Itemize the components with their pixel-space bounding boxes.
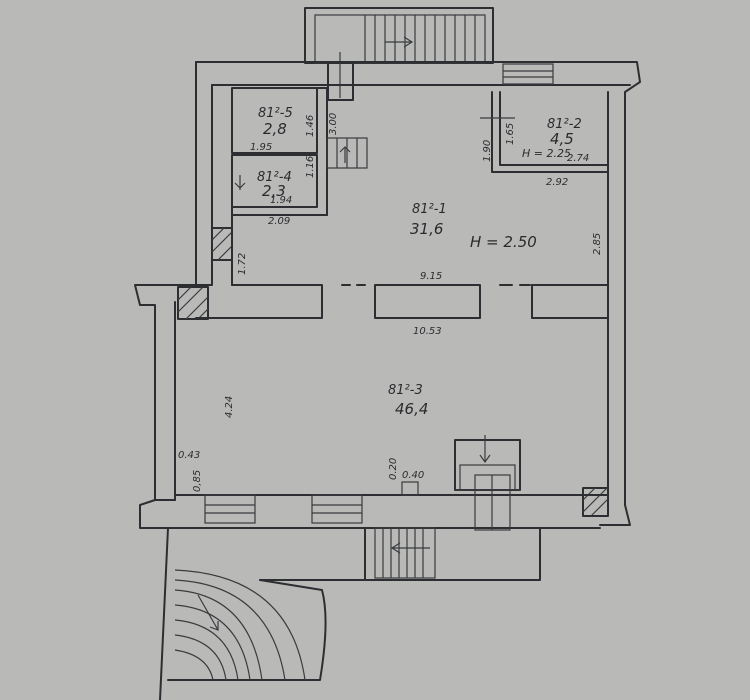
room-labels: 81²-5 2,8 81²-4 2,3 81²-2 4,5 81²-1 31,6…: [257, 106, 582, 418]
dim-4-24: 4.24: [224, 396, 235, 418]
dim-1-72: 1.72: [237, 253, 248, 275]
dim-2-09: 2.09: [268, 216, 290, 227]
room-2-height-label: H = 2.25: [522, 147, 571, 160]
room-1-area: 31,6: [410, 220, 443, 238]
dimension-labels: 1.95 1.46 3.00 1.16 1.94 2.09 1.72 1.65 …: [178, 113, 603, 492]
room-3-label: 81²-3: [388, 383, 423, 398]
curved-porch: [159, 527, 327, 700]
dim-10-53: 10.53: [413, 326, 442, 337]
room-2-area: 4,5: [550, 130, 574, 148]
room-2-label: 81²-2: [547, 117, 582, 132]
room-5-area: 2,8: [263, 120, 287, 138]
dim-2-74: 2.74: [567, 153, 589, 164]
height-labels: H = 2.50 H = 2.25: [470, 147, 571, 251]
dim-1-16: 1.16: [305, 156, 316, 178]
room-5-label: 81²-5: [258, 106, 293, 121]
top-staircase: [304, 7, 494, 101]
dim-1-46: 1.46: [305, 115, 316, 137]
middle-partition: [195, 284, 609, 319]
dim-0-40: 0.40: [402, 470, 424, 481]
room-4-area: 2,3: [262, 182, 286, 200]
room-3-area: 46,4: [395, 400, 428, 418]
dim-3-00: 3.00: [328, 113, 339, 135]
room-4-label: 81²-4: [257, 170, 292, 185]
dim-0-85: 0,85: [192, 470, 203, 492]
bottom-staircase: [259, 527, 541, 581]
room-2-walls: [480, 91, 609, 173]
dim-1-94: 1.94: [270, 195, 292, 206]
outer-walls: [134, 61, 641, 529]
dim-1-95: 1.95: [250, 142, 272, 153]
dim-9-15: 9.15: [420, 271, 442, 282]
dim-2-92: 2.92: [546, 177, 568, 188]
dim-0-43: 0.43: [178, 450, 200, 461]
dim-1-65: 1.65: [505, 123, 516, 145]
bottom-wall: [174, 435, 609, 531]
dim-0-20: 0.20: [388, 458, 399, 480]
main-height-label: H = 2.50: [470, 233, 537, 251]
dim-1-90: 1.90: [482, 140, 493, 162]
room-1-label: 81²-1: [412, 202, 447, 217]
dim-2-85: 2.85: [592, 233, 603, 255]
small-rooms: [231, 87, 368, 286]
